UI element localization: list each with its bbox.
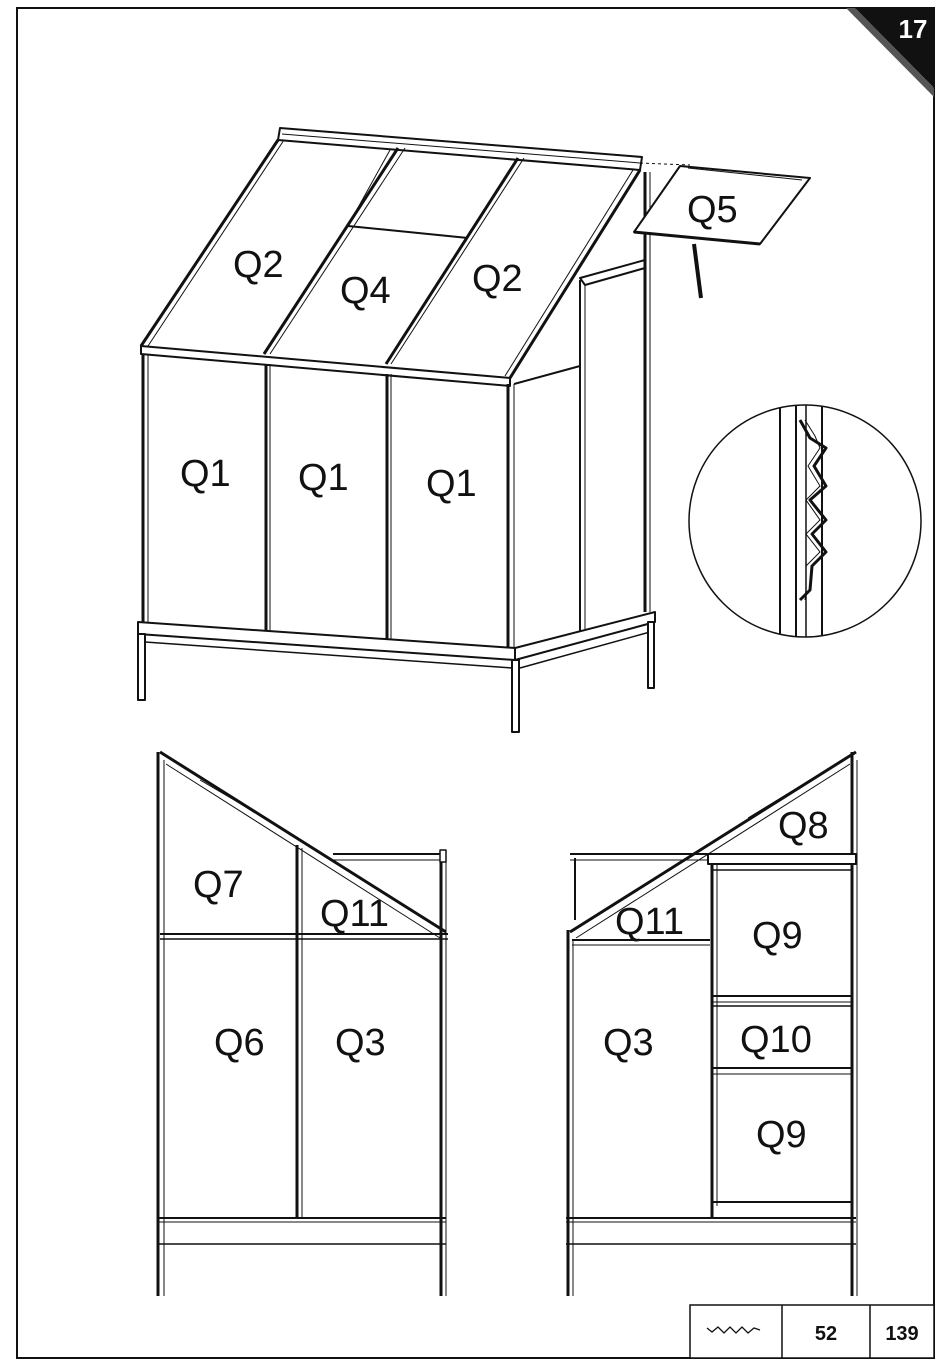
label-q11-right: Q11	[615, 901, 684, 943]
label-q9-bottom: Q9	[756, 1114, 807, 1156]
left-side-view-labels: Q7 Q11 Q6 Q3	[193, 864, 389, 1064]
label-q3-left: Q3	[335, 1022, 386, 1064]
label-q5: Q5	[687, 189, 738, 231]
label-q1-left: Q1	[180, 453, 231, 495]
label-q2-left: Q2	[233, 244, 284, 286]
label-q1-right: Q1	[426, 463, 477, 505]
label-q11-left: Q11	[320, 893, 389, 935]
wire-clip-detail	[689, 400, 921, 640]
label-q4: Q4	[340, 270, 391, 312]
label-q9-top: Q9	[752, 915, 803, 957]
label-q2-right: Q2	[472, 258, 523, 300]
label-q10: Q10	[740, 1019, 812, 1061]
parts-table: 52 139	[690, 1305, 934, 1358]
label-q6: Q6	[214, 1022, 265, 1064]
page-number-corner: 17	[846, 8, 934, 97]
label-q7: Q7	[193, 864, 244, 906]
qty-b: 139	[885, 1323, 918, 1345]
label-q8: Q8	[778, 805, 829, 847]
left-side-view-drawing	[158, 752, 448, 1296]
page-number: 17	[899, 14, 928, 44]
qty-a: 52	[815, 1323, 837, 1345]
label-q1-middle: Q1	[298, 457, 349, 499]
label-q3-right: Q3	[603, 1022, 654, 1064]
